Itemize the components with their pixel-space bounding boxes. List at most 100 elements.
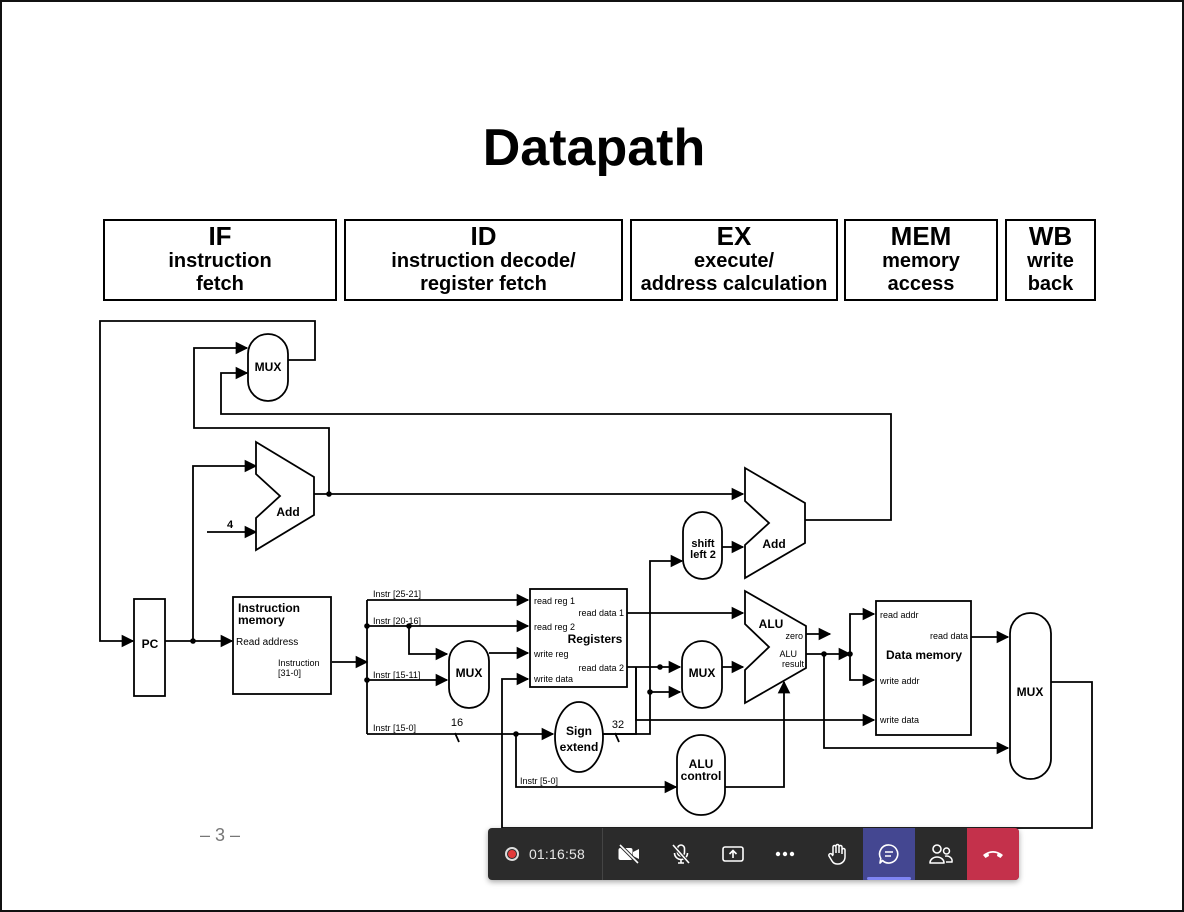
- stage-desc-line2: address calculation: [640, 273, 828, 295]
- svg-text:Registers: Registers: [568, 632, 623, 646]
- more-options-icon: [775, 851, 795, 857]
- wires: [99, 320, 1093, 829]
- svg-text:read data 1: read data 1: [578, 608, 624, 618]
- mux-reg-dst: MUX: [448, 640, 490, 709]
- svg-text:[31-0]: [31-0]: [278, 668, 301, 678]
- svg-text:read reg 1: read reg 1: [534, 596, 575, 606]
- meeting-timer: 01:16:58: [528, 846, 586, 862]
- svg-text:MUX: MUX: [1017, 685, 1044, 699]
- mux-write-back: MUX: [1009, 612, 1052, 780]
- pc-adder: Add: [255, 440, 315, 552]
- svg-text:write reg: write reg: [533, 649, 569, 659]
- stage-desc-line1: instruction decode/: [391, 250, 576, 272]
- page-number: – 3 –: [200, 825, 241, 845]
- instruction-memory: Instruction memory Read address Instruct…: [232, 596, 332, 695]
- svg-text:control: control: [681, 769, 722, 783]
- sign-extend: Sign extend: [554, 701, 604, 773]
- data-memory: read addr read data Data memory write ad…: [875, 600, 972, 736]
- svg-text:ALU: ALU: [759, 617, 784, 631]
- svg-text:memory: memory: [238, 613, 285, 627]
- stage-ex: EX execute/ address calculation: [630, 219, 838, 301]
- stage-abbr: EX: [716, 221, 752, 251]
- svg-text:Data memory: Data memory: [886, 648, 962, 662]
- svg-text:read addr: read addr: [880, 610, 919, 620]
- participants-button[interactable]: [915, 828, 967, 880]
- svg-text:MUX: MUX: [689, 666, 716, 680]
- stage-id: ID instruction decode/ register fetch: [344, 219, 623, 301]
- instr-field-label: Instr [25-21]: [373, 589, 421, 599]
- instr-field-label: Instr [20-16]: [373, 616, 421, 626]
- raise-hand-icon: [828, 843, 846, 865]
- alu: ALU zero ALU result: [744, 589, 807, 705]
- more-options-button[interactable]: [759, 828, 811, 880]
- meeting-control-bar: 01:16:58: [488, 828, 1019, 880]
- stage-wb: WB write back: [1005, 219, 1096, 301]
- junction-dots: [190, 491, 853, 737]
- stage-abbr: IF: [208, 221, 232, 251]
- svg-text:read data: read data: [930, 631, 968, 641]
- svg-text:Add: Add: [276, 505, 299, 519]
- stage-desc-line1: memory: [882, 250, 960, 272]
- svg-text:ALU: ALU: [779, 649, 797, 659]
- svg-text:result: result: [782, 659, 805, 669]
- stage-abbr: MEM: [890, 221, 952, 251]
- stage-desc-line2: fetch: [196, 273, 244, 295]
- chat-icon: [878, 844, 899, 864]
- hang-up-button[interactable]: [967, 828, 1019, 880]
- chat-button[interactable]: [863, 828, 915, 880]
- stage-abbr: WB: [1028, 221, 1073, 251]
- svg-text:Instruction: Instruction: [238, 601, 300, 615]
- svg-text:zero: zero: [785, 631, 803, 641]
- svg-text:PC: PC: [142, 637, 159, 651]
- stage-desc-line1: instruction: [168, 250, 272, 272]
- recording-indicator-icon: [504, 847, 519, 861]
- svg-text:shift: shift: [691, 538, 715, 550]
- stage-desc-line2: back: [1027, 273, 1074, 295]
- svg-text:MUX: MUX: [456, 666, 483, 680]
- microphone-toggle-button[interactable]: [655, 828, 707, 880]
- svg-text:Read address: Read address: [236, 637, 298, 648]
- svg-text:Add: Add: [762, 537, 785, 551]
- constant-four: 4: [227, 519, 234, 531]
- svg-text:write data: write data: [533, 674, 573, 684]
- instr-field-label: Instr [5-0]: [520, 776, 558, 786]
- recording-timer: 01:16:58: [488, 828, 603, 880]
- svg-text:read data 2: read data 2: [578, 663, 624, 673]
- stage-desc-line1: execute/: [693, 250, 775, 272]
- instr-field-label: Instr [15-11]: [373, 670, 420, 680]
- camera-off-icon: [618, 844, 640, 864]
- svg-text:Instruction: Instruction: [278, 658, 320, 668]
- mux-pc-select: MUX: [247, 333, 289, 402]
- stage-if: IF instruction fetch: [103, 219, 337, 301]
- shift-left-two: shift left 2: [682, 511, 723, 580]
- svg-text:Sign: Sign: [566, 724, 592, 738]
- bit-width-label: 16: [451, 717, 463, 729]
- svg-text:MUX: MUX: [255, 360, 282, 374]
- svg-text:left 2: left 2: [690, 549, 716, 561]
- hang-up-icon: [983, 851, 1003, 858]
- share-screen-icon: [722, 846, 744, 862]
- microphone-off-icon: [671, 843, 691, 865]
- stage-abbr: ID: [470, 221, 497, 251]
- instr-field-label: Instr [15-0]: [373, 723, 416, 733]
- raise-hand-button[interactable]: [811, 828, 863, 880]
- svg-text:ALU: ALU: [689, 757, 714, 771]
- svg-text:read reg 2: read reg 2: [534, 622, 575, 632]
- stage-mem: MEM memory access: [844, 219, 998, 301]
- bit-width-label: 32: [612, 719, 624, 731]
- participants-icon: [929, 844, 953, 864]
- mux-alu-src: MUX: [681, 640, 723, 709]
- stage-desc-line2: register fetch: [420, 273, 547, 295]
- program-counter: PC: [133, 598, 166, 697]
- register-file: read reg 1 read data 1 read reg 2 Regist…: [529, 588, 628, 688]
- camera-toggle-button[interactable]: [603, 828, 655, 880]
- svg-text:write addr: write addr: [879, 676, 920, 686]
- svg-text:extend: extend: [560, 740, 599, 754]
- svg-text:write data: write data: [879, 715, 919, 725]
- stage-desc-line2: access: [887, 273, 955, 295]
- stage-desc-line1: write: [1027, 250, 1074, 272]
- branch-adder: Add: [744, 466, 806, 580]
- share-screen-button[interactable]: [707, 828, 759, 880]
